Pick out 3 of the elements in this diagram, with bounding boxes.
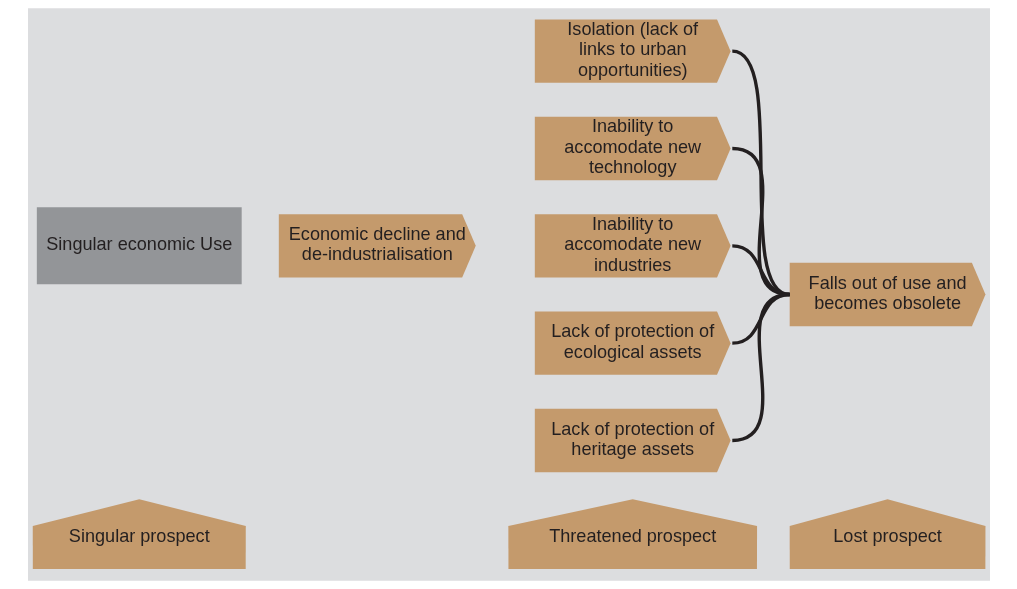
connector bbox=[731, 292, 790, 443]
connector bbox=[731, 49, 790, 297]
node-box: Singular economic Use bbox=[36, 207, 242, 285]
